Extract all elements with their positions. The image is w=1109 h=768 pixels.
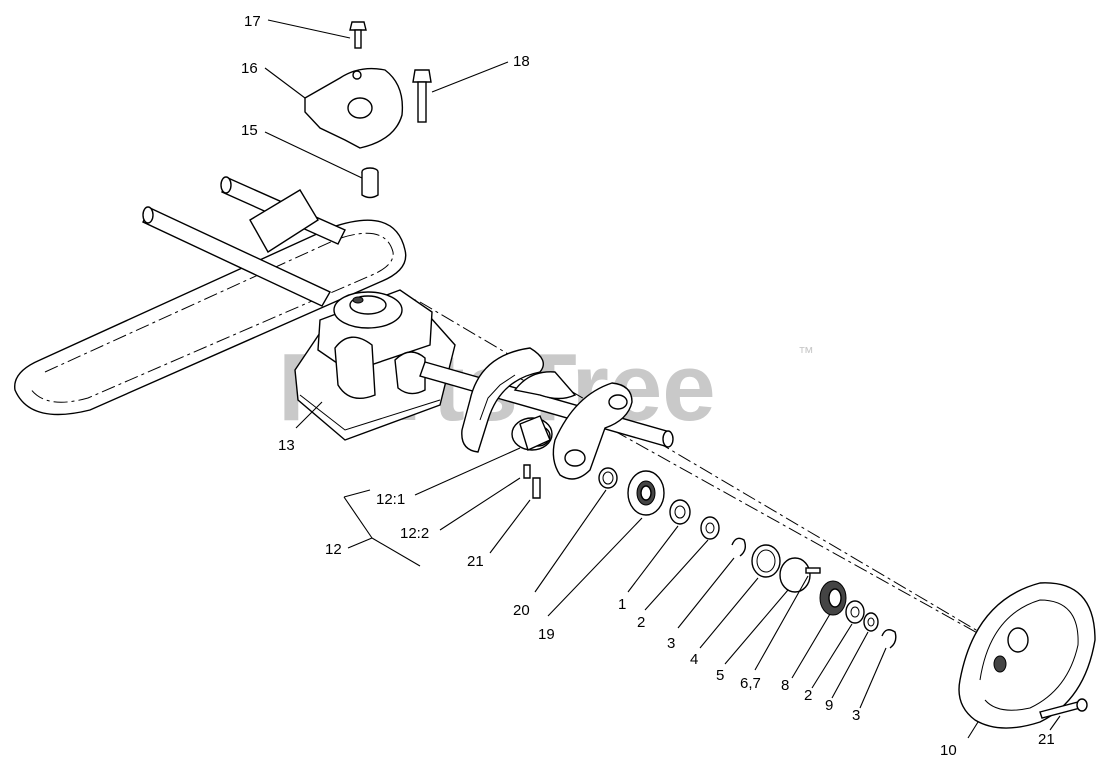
gearbox-13 [294, 289, 456, 441]
callout-17: 17 [244, 13, 261, 30]
bolt-21b [1039, 698, 1088, 719]
bracket-arm [513, 371, 633, 480]
callouts: 17 16 15 18 13 12:1 12:2 12 21 20 19 1 2… [241, 13, 1055, 759]
callout-1: 1 [618, 596, 626, 613]
callout-16: 16 [241, 60, 258, 77]
wheel-guard-10 [958, 582, 1096, 729]
callout-3a: 3 [667, 635, 675, 652]
clip-3 [731, 537, 747, 557]
watermark-trademark: ™ [798, 345, 814, 362]
callout-20: 20 [513, 602, 530, 619]
axle-centerline [419, 301, 1011, 651]
callout-21b: 21 [1038, 731, 1055, 748]
spring-9 [863, 612, 879, 632]
gear-8 [819, 580, 847, 616]
callout-4: 4 [690, 651, 698, 668]
top-bracket-16 [304, 67, 404, 149]
callout-9: 9 [825, 697, 833, 714]
callout-13: 13 [278, 437, 295, 454]
callout-2b: 2 [804, 687, 812, 704]
callout-15: 15 [241, 122, 258, 139]
ring-4 [751, 544, 781, 578]
pawl-5 [779, 557, 821, 593]
callout-3b: 3 [852, 707, 860, 724]
washer-2 [700, 516, 720, 540]
spacer-15 [361, 167, 379, 199]
callout-12-1: 12:1 [376, 491, 405, 508]
callout-2a: 2 [637, 614, 645, 631]
clip-3b [881, 629, 897, 649]
callout-18: 18 [513, 53, 530, 70]
callout-12-2: 12:2 [400, 525, 429, 542]
callout-10: 10 [940, 742, 957, 759]
bolt-18 [412, 69, 432, 123]
callout-12: 12 [325, 541, 342, 558]
callout-6-7: 6,7 [740, 675, 761, 692]
callout-19: 19 [538, 626, 555, 643]
washer-2b [845, 600, 865, 624]
drive-belt [14, 219, 407, 416]
shift-plate [461, 347, 544, 453]
bolt-17 [349, 21, 367, 49]
ring-20 [598, 467, 618, 489]
callout-5: 5 [716, 667, 724, 684]
top-shafts [142, 176, 346, 307]
washer-1 [669, 499, 691, 525]
leader-lines [264, 19, 1061, 739]
callout-21a: 21 [467, 553, 484, 570]
clutch-assembly-12 [511, 415, 553, 499]
bearing-19 [627, 470, 665, 516]
callout-8: 8 [781, 677, 789, 694]
